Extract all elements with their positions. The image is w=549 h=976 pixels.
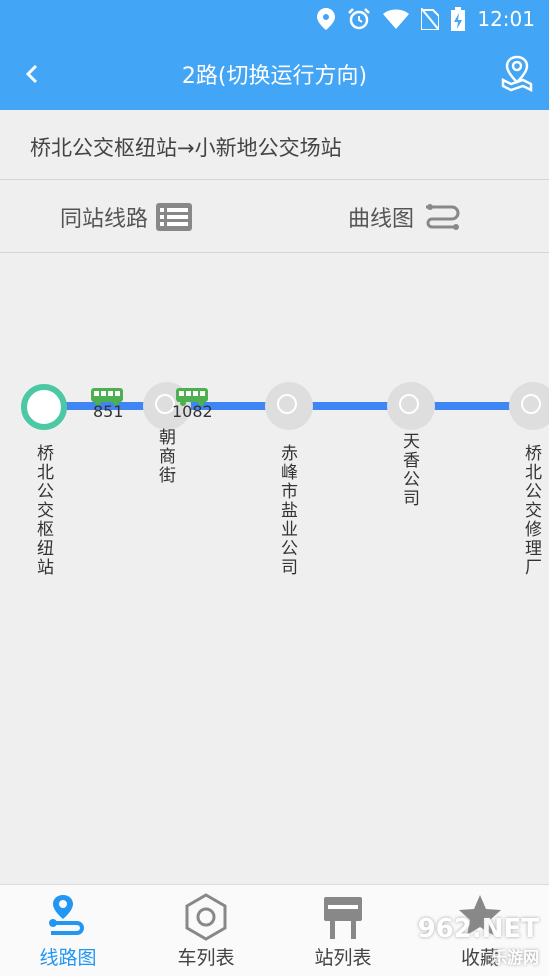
tab-station-list[interactable]: 站列表 [283,893,403,970]
stop-name[interactable]: 赤峰市盐业公司 [277,444,297,577]
tab-favorites-label: 收藏 [460,947,499,969]
tab-bus-list[interactable]: 车列表 [146,893,266,970]
alarm-icon [348,8,371,30]
bus-icon[interactable] [91,388,123,406]
list-icon [156,203,193,231]
bus-number: 1082 [172,402,213,421]
terminal-station: 小新地公交场站 [194,136,342,160]
view-toolbar: 同站线路 曲线图 [0,181,549,253]
location-icon [317,8,336,30]
stop-marker-current[interactable] [21,384,67,430]
origin-station: 桥北公交枢纽站 [30,136,177,160]
same-station-lines-button[interactable]: 同站线路 [60,201,193,233]
same-station-lines-label: 同站线路 [60,207,149,232]
curve-chart-label: 曲线图 [348,207,415,232]
tab-route-map[interactable]: 线路图 [8,893,128,970]
tab-bus-list-label: 车列表 [177,947,235,969]
route-icon [49,895,84,935]
stop-name[interactable]: 桥北公交枢纽站 [33,444,53,577]
map-pin-icon[interactable] [497,54,537,94]
tab-route-map-label: 线路图 [39,947,97,969]
direction-bar: 桥北公交枢纽站→小新地公交场站 [0,110,549,180]
stop-marker[interactable] [265,382,313,430]
wifi-icon [383,9,410,29]
battery-charging-icon [451,7,466,31]
bus-number: 851 [93,402,124,421]
star-icon [459,895,501,935]
stop-name[interactable]: 桥北公交修理厂 [521,444,541,577]
watermark-main: 962.NET [417,914,539,944]
back-chevron-icon[interactable] [18,58,48,90]
page-title[interactable]: 2路(切换运行方向) [181,64,368,89]
direction-arrow: → [177,136,195,160]
stop-name[interactable]: 天香公司 [399,432,419,508]
no-sim-icon [421,8,440,30]
curve-chart-button[interactable]: 曲线图 [348,201,460,233]
direction-text: 桥北公交枢纽站→小新地公交场站 [30,132,342,162]
stop-marker[interactable] [387,382,435,430]
bus-list-icon [185,893,227,941]
watermark: 962.NET 乐游网 [418,914,539,968]
app-bar: 2路(切换运行方向) [0,38,549,110]
watermark-sub: 乐游网 [490,948,539,967]
bus-icon[interactable] [176,388,208,406]
stop-marker[interactable] [509,382,549,430]
station-list-icon [324,897,362,939]
curve-icon [426,204,460,230]
tab-station-list-label: 站列表 [314,947,372,969]
bottom-tab-bar: 线路图 车列表 站列表 收藏 962.NET 乐游网 [0,884,549,976]
clock: 12:01 [477,7,535,31]
stop-name[interactable]: 朝商街 [155,428,175,485]
route-diagram[interactable]: 851 1082 桥北公交枢纽站 朝商街 赤峰市盐业公司 天香公司 桥北公交修理… [0,254,549,884]
tab-favorites[interactable]: 收藏 [420,893,540,970]
status-bar: 12:01 [0,0,549,38]
